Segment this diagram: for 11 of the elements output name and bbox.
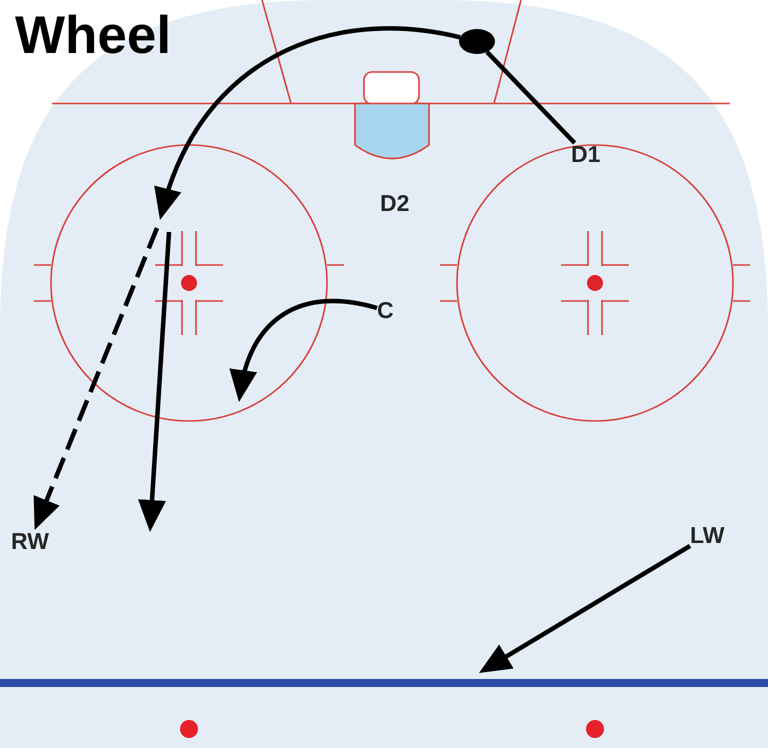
player-label: D2 [380, 192, 410, 215]
connector-line [485, 50, 576, 145]
arrow [230, 299, 378, 402]
arrow [479, 544, 692, 673]
player-label: RW [11, 530, 49, 553]
title: Wheel [15, 9, 172, 62]
player-label: LW [690, 524, 724, 547]
arrow [156, 26, 460, 220]
player-label: C [377, 299, 394, 322]
player-label: D1 [571, 143, 600, 166]
dashed-arrow [34, 227, 160, 530]
